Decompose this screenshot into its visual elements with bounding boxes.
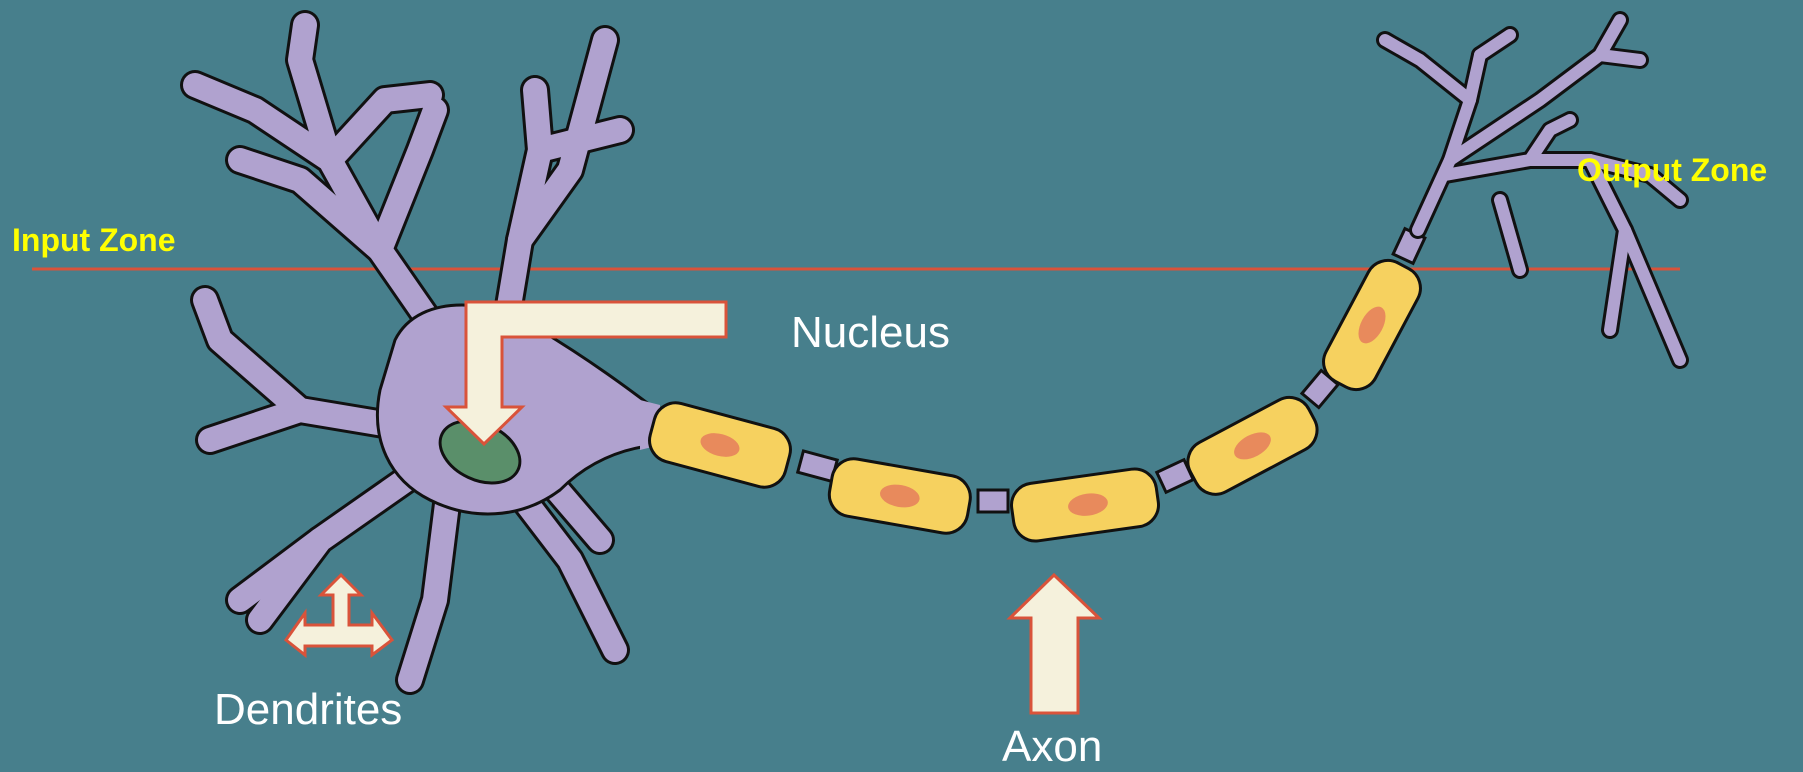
axon-terminals — [1385, 20, 1680, 360]
input-zone-label: Input Zone — [12, 222, 176, 259]
axon-arrow-icon — [1010, 575, 1099, 713]
nucleus-label: Nucleus — [791, 308, 950, 358]
neuron-illustration — [195, 25, 660, 680]
output-zone-label: Output Zone — [1577, 152, 1767, 189]
dendrites-label: Dendrites — [214, 685, 402, 735]
axon-label: Axon — [1002, 722, 1102, 772]
